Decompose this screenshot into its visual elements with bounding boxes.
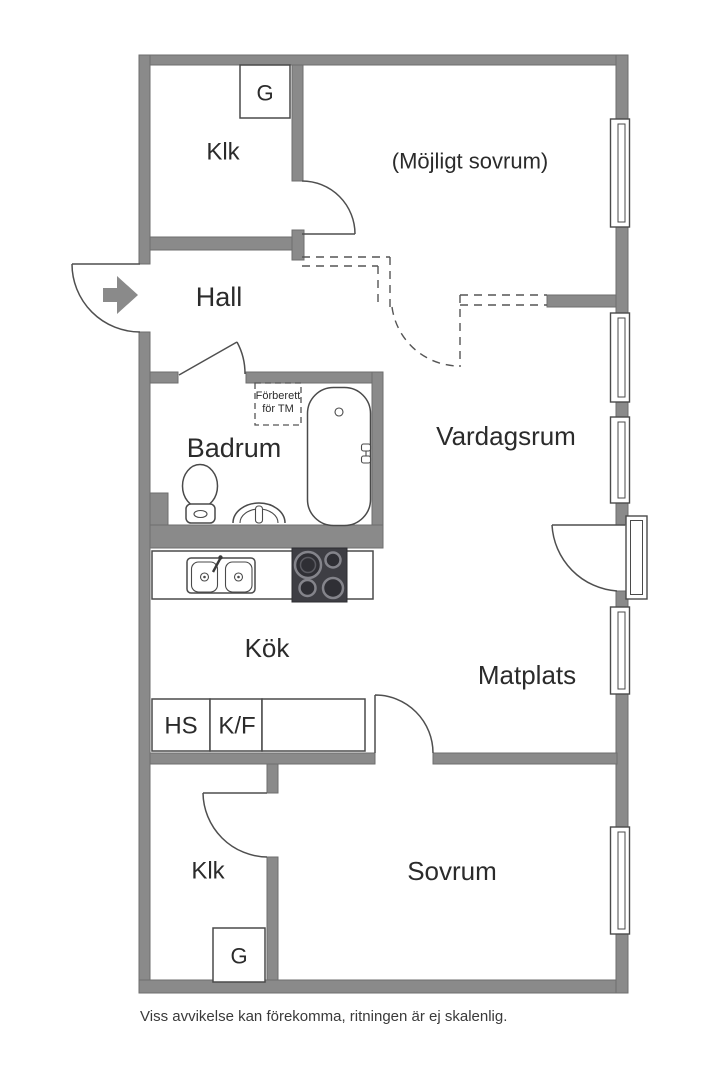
wardrobe-label-bottom: G [230, 944, 247, 969]
wall-exterior-right [615, 226, 629, 314]
door-arc-bathroom [178, 341, 246, 376]
door-arc-kitchen-bedroom [374, 694, 434, 754]
wardrobe-box-bottom [212, 927, 266, 983]
disclaimer-caption: Viss avvikelse kan förekomma, ritningen … [140, 1008, 507, 1025]
room-label-living-room: Vardagsrum [436, 421, 576, 451]
room-label-kitchen: Kök [245, 633, 291, 663]
wall-kitchen-bottom [149, 752, 376, 765]
room-label-closet-bottom: Klk [191, 858, 225, 885]
wall-bathroom-right [371, 371, 384, 549]
wall-bedroom-top [432, 752, 618, 765]
fridge-freezer-box [209, 698, 263, 752]
room-label-bedroom: Sovrum [407, 856, 497, 886]
wall-closet-bottom-stub [266, 763, 279, 794]
balcony-door-frame [625, 515, 648, 600]
wardrobe-label-top: G [256, 81, 273, 106]
door-arc-entrance [71, 263, 141, 333]
wall-closet-bottom-right [266, 856, 279, 981]
wall-bathroom-bottom [149, 524, 384, 549]
wall-exterior-right [615, 54, 629, 120]
kitchen-lower-units [151, 698, 366, 752]
washing-machine-prep-box [254, 382, 302, 426]
wall-pipe-chase [149, 492, 169, 526]
room-label-closet-top: Klk [206, 139, 240, 166]
wall-hall-top [149, 236, 305, 251]
dashed-door-arc [391, 306, 461, 367]
window-3 [609, 416, 631, 504]
hs-cabinet-label: HS [164, 713, 197, 740]
wall-bathroom-left-stub [149, 371, 179, 384]
room-label-possible-bedroom: (Möjligt sovrum) [392, 149, 548, 174]
bathroom-sink [232, 502, 286, 524]
wall-closet-top-right [291, 64, 304, 182]
doors [71, 180, 625, 858]
entrance-arrow-icon [103, 276, 138, 314]
room-label-bathroom: Badrum [187, 433, 282, 463]
toilet [181, 463, 219, 524]
tm-prep-label-line1: Förberett [256, 390, 301, 402]
wall-bathroom-top [245, 371, 384, 384]
counter-box [261, 698, 366, 752]
window-2 [609, 312, 631, 403]
window-5 [609, 826, 631, 935]
wall-stub-top-right [546, 294, 617, 308]
fridge-freezer-label: K/F [218, 713, 255, 740]
room-label-dining: Matplats [478, 660, 576, 690]
room-label-hall: Hall [196, 282, 243, 312]
wall-exterior-top [138, 54, 629, 66]
tm-prep-label-line2: för TM [262, 403, 294, 415]
windows [609, 118, 648, 935]
walls [138, 54, 629, 994]
door-arc-closet-top [301, 180, 356, 235]
window-1 [609, 118, 631, 228]
wall-post [291, 229, 305, 261]
hs-cabinet-box [151, 698, 211, 752]
wall-exterior-right [615, 693, 629, 828]
wall-exterior-left-lower [138, 331, 151, 994]
door-arc-closet-bottom [202, 792, 268, 858]
bathtub [306, 386, 372, 527]
kitchen-sink [186, 555, 256, 594]
wall-exterior-left-upper [138, 54, 151, 265]
window-4 [609, 606, 631, 695]
door-arc-balcony [551, 524, 625, 592]
wall-exterior-right [615, 401, 629, 418]
stove [291, 547, 348, 603]
wall-exterior-right [615, 933, 629, 994]
dashed-optional-wall [302, 256, 547, 367]
wardrobe-box-top [239, 64, 291, 119]
